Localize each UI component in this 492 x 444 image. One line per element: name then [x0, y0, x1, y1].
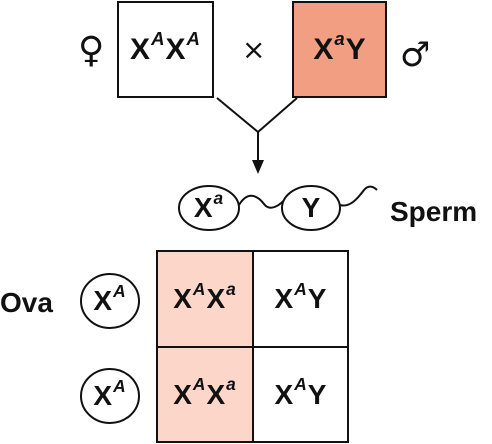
- ovum-2-base: X: [93, 380, 113, 411]
- r2c2-base-1: X: [274, 378, 294, 410]
- female-genotype-sup-1: A: [151, 28, 165, 50]
- sperm-x-sup: a: [213, 187, 224, 208]
- ovum-1-circle: [80, 273, 140, 329]
- r1c2-base-2: Y: [307, 283, 327, 314]
- r2c2-base-2: Y: [307, 378, 327, 410]
- branch-right-line: [257, 97, 298, 133]
- r2c1-sup-1: A: [192, 374, 206, 395]
- r1c1-base-2: X: [206, 283, 226, 314]
- down-arrow-head: [252, 160, 264, 174]
- cross-symbol: ×: [242, 33, 266, 66]
- r2c2-sup-1: A: [294, 374, 307, 395]
- r1c2-base-1: X: [274, 283, 294, 314]
- ovum-1-base: X: [93, 285, 113, 316]
- sperm-y-genotype: Y: [282, 186, 340, 230]
- branch-left-line: [216, 97, 259, 133]
- r2c1-base-1: X: [173, 378, 192, 410]
- r1c1-base-1: X: [173, 283, 192, 314]
- ovum-2-sup: A: [113, 375, 126, 396]
- female-symbol: ♀: [78, 30, 105, 71]
- ova-label: Ova: [0, 287, 53, 318]
- ovum-1-sup: A: [113, 280, 126, 301]
- female-genotype-base-1: X: [130, 32, 151, 66]
- male-genotype-base-1: X: [313, 32, 334, 66]
- punnett-cell-r2c2: [252, 346, 349, 443]
- punnett-cell-r1c2: [252, 250, 349, 348]
- r1c1-sup-1: A: [192, 278, 206, 299]
- r2c1-base-2: X: [206, 378, 226, 410]
- r2c1-sup-2: a: [226, 374, 236, 395]
- r1c2-sup-1: A: [294, 278, 307, 299]
- sperm-x-base: X: [193, 192, 213, 223]
- female-genotype-sup-2: A: [186, 28, 200, 50]
- male-genotype-sup-1: a: [334, 28, 345, 50]
- r1c1-sup-2: a: [226, 278, 236, 299]
- sperm-y-head: [281, 185, 341, 231]
- male-parent-box: [292, 1, 387, 98]
- ovum-2-circle: [80, 368, 140, 424]
- sperm-x-tail: [238, 194, 289, 209]
- sperm-y-base: Y: [301, 192, 321, 223]
- sperm-x-head: [178, 185, 240, 231]
- female-parent-box: [117, 1, 214, 98]
- sperm-y-tail: [339, 185, 378, 207]
- sperm-label: Sperm: [390, 196, 478, 227]
- male-genotype-base-2: Y: [345, 32, 366, 66]
- male-symbol: ♂: [400, 35, 431, 75]
- female-genotype-base-2: X: [165, 32, 186, 66]
